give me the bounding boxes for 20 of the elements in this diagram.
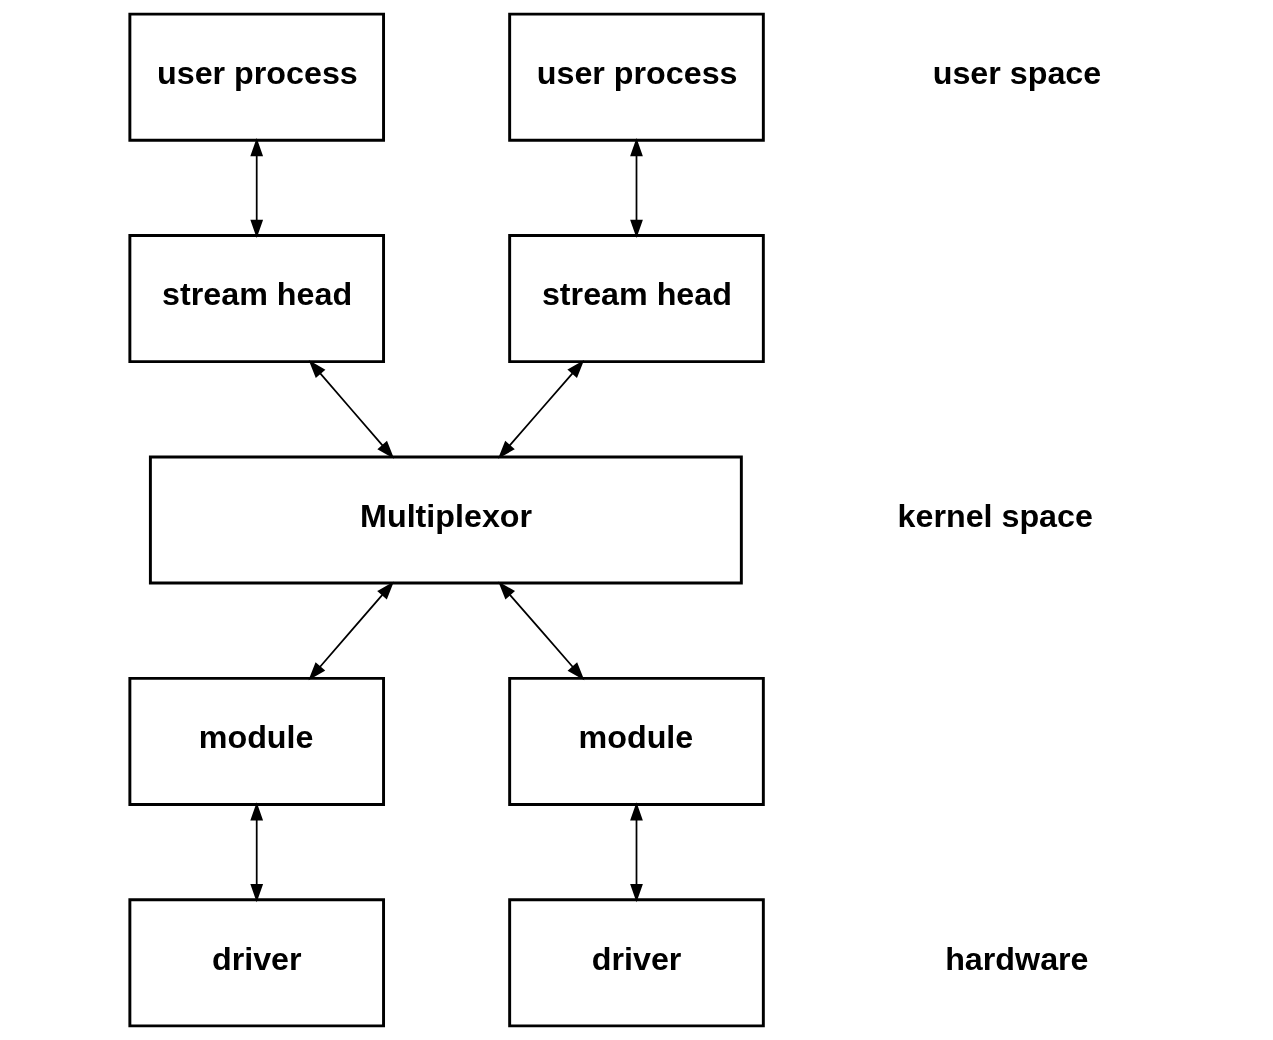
arrow [630,138,643,238]
node-box: driver [508,898,765,1028]
node-box: driver [128,898,385,1028]
node-box: module [508,676,765,806]
arrow [498,360,585,459]
node-box: stream head [128,234,385,364]
label: kernel space [897,497,1093,534]
node-box: module [128,676,385,806]
label: hardware [945,940,1089,977]
arrow [308,360,395,459]
arrow [250,802,264,903]
arrow [630,802,643,903]
node-box: user process [128,12,385,142]
arrow [498,581,585,681]
label: user space [932,54,1102,91]
arrow [308,581,394,681]
arrow [250,138,264,238]
node-box: Multiplexor [148,455,743,585]
node-box: user process [508,12,765,142]
node-box: stream head [508,234,765,364]
